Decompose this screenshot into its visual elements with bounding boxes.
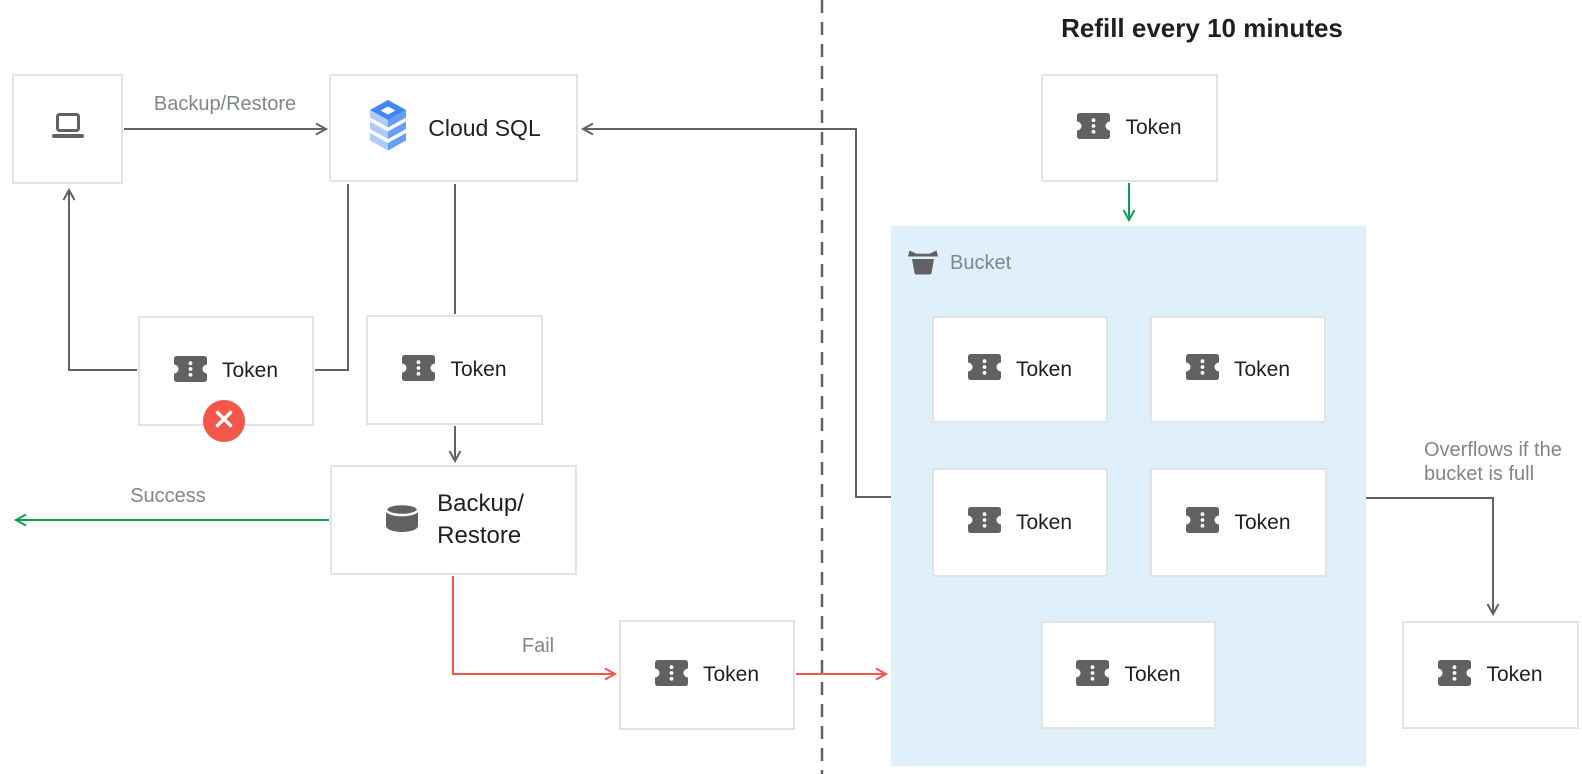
bucket-icon <box>908 247 938 280</box>
token-label: Token <box>1234 510 1291 534</box>
edge-label-overflow: Overflows if the bucket is full <box>1424 438 1562 486</box>
ticket-icon <box>967 507 1001 538</box>
ticket-icon <box>1186 507 1220 538</box>
bucket-label: Bucket <box>950 252 1012 274</box>
connector-cloudsql-to-token1 <box>315 184 349 371</box>
token-label: Token <box>1125 116 1182 139</box>
laptop-icon <box>50 112 86 146</box>
ticket-icon <box>1076 659 1110 691</box>
token-label: Token <box>221 359 279 382</box>
token-box-bucket-2: Token <box>1150 316 1326 423</box>
backup-restore-label-line2: Restore <box>437 522 522 549</box>
ticket-icon <box>1077 112 1111 144</box>
bucket-header: Bucket <box>908 247 1011 280</box>
token-box-overflow: Token <box>1402 621 1579 729</box>
token-label: Token <box>1486 663 1543 686</box>
error-badge <box>203 400 245 442</box>
backup-restore-label-line1: Backup/ <box>437 490 524 518</box>
edge-label-overflow-line1: Overflows if the <box>1424 439 1562 461</box>
connector-fail-to-token <box>452 576 618 681</box>
edge-label-fail: Fail <box>521 635 555 657</box>
client-box <box>12 74 123 184</box>
token-box-consumed: Token <box>366 315 543 425</box>
token-box-rejected: Token <box>138 316 314 426</box>
backup-restore-label: Backup/ Restore <box>437 488 524 551</box>
token-label: Token <box>702 663 760 686</box>
edge-label-overflow-line2: bucket is full <box>1424 463 1535 485</box>
token-label: Token <box>450 358 507 381</box>
token-box-refill: Token <box>1041 74 1218 182</box>
token-label: Token <box>1015 510 1073 534</box>
token-box-bucket-1: Token <box>932 316 1108 423</box>
token-label: Token <box>1124 663 1181 686</box>
token-box-bucket-3: Token <box>932 468 1108 577</box>
token-label: Token <box>1233 357 1291 381</box>
connector-overflow <box>1366 497 1500 617</box>
backup-restore-box: Backup/ Restore <box>330 465 577 575</box>
edge-label-backup-restore: Backup/Restore <box>153 93 297 115</box>
database-icon <box>383 502 421 539</box>
token-box-fail-return: Token <box>619 620 795 730</box>
token-box-bucket-5: Token <box>1041 621 1216 729</box>
cloud-sql-box: Cloud SQL <box>329 74 578 182</box>
ticket-icon <box>1438 659 1472 691</box>
ticket-icon <box>967 354 1001 385</box>
ticket-icon <box>1185 354 1219 385</box>
cloud-sql-label: Cloud SQL <box>428 114 541 141</box>
cloud-sql-icon <box>366 99 410 157</box>
edge-label-success: Success <box>130 485 206 507</box>
token-box-bucket-4: Token <box>1150 468 1327 577</box>
ticket-icon <box>173 355 207 387</box>
ticket-icon <box>402 354 436 386</box>
x-circle-icon <box>203 398 245 445</box>
ticket-icon <box>654 659 688 691</box>
refill-title: Refill every 10 minutes <box>1061 13 1343 43</box>
token-label: Token <box>1015 357 1073 381</box>
connector-bucket-to-cloudsql <box>580 122 891 498</box>
connector-token1-to-client <box>62 187 137 371</box>
